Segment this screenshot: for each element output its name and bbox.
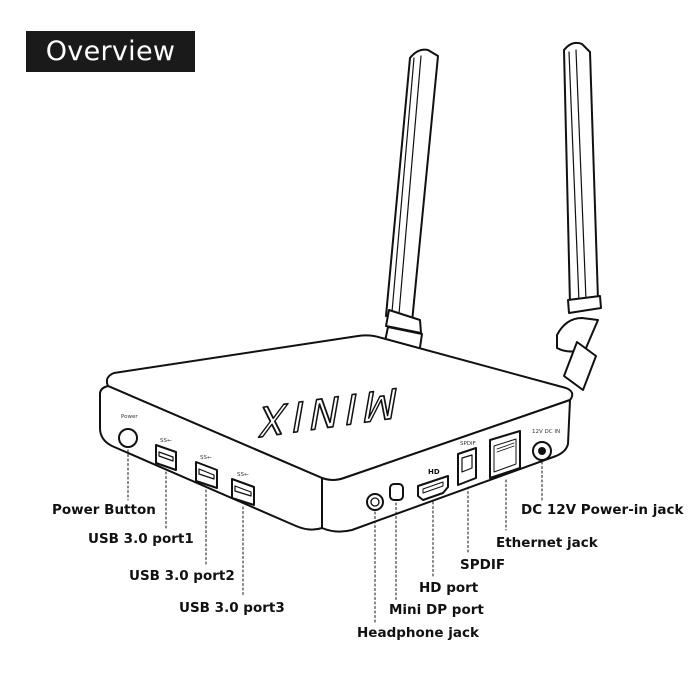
label-power-button: Power Button (52, 502, 156, 518)
leader-lines (127, 449, 543, 624)
label-mini-dp: Mini DP port (389, 602, 484, 618)
usb2-marking: SS← (200, 455, 212, 461)
right-antenna (556, 41, 602, 391)
label-usb2: USB 3.0 port2 (129, 568, 235, 584)
label-ethernet: Ethernet jack (496, 535, 599, 551)
headphone-jack-icon (366, 493, 384, 511)
power-button-icon (118, 428, 138, 448)
box-front-right (321, 399, 571, 533)
label-dc-in: DC 12V Power-in jack (521, 502, 684, 518)
usb-port-2-icon (195, 461, 218, 489)
left-antenna (383, 48, 439, 355)
label-hd-port: HD port (419, 580, 479, 596)
power-marking: Power (121, 414, 138, 420)
label-headphone: Headphone jack (357, 625, 480, 641)
label-usb1: USB 3.0 port1 (88, 531, 194, 547)
spdif-marking: SPDIF (460, 441, 476, 447)
label-spdif: SPDIF (460, 557, 505, 573)
usb-port-1-icon (155, 444, 177, 471)
box-front-left (99, 385, 323, 531)
dc-power-jack-icon (532, 441, 552, 461)
label-usb3: USB 3.0 port3 (179, 600, 285, 616)
hd-marking: HD (428, 468, 440, 476)
ethernet-jack-icon (489, 430, 521, 479)
mini-dp-port-icon (389, 483, 404, 501)
page-title: Overview (26, 31, 195, 72)
dc-marking: 12V DC IN (532, 429, 560, 435)
hd-port-icon (417, 475, 449, 501)
usb3-marking: SS← (237, 472, 249, 478)
spdif-port-icon (457, 447, 477, 486)
usb1-marking: SS← (160, 438, 172, 444)
usb-port-3-icon (231, 478, 255, 506)
